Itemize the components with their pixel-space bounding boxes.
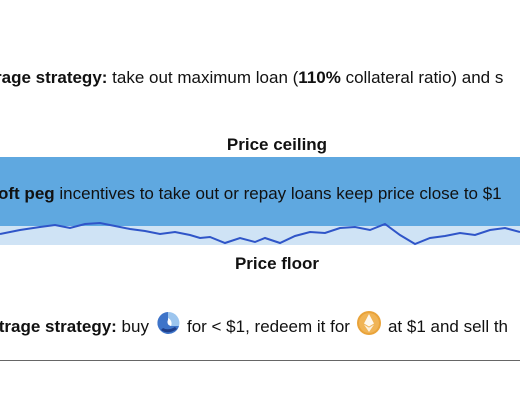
collateral-ratio-value: 110% xyxy=(298,68,341,87)
price-ceiling-label: Price ceiling xyxy=(226,135,328,154)
ethereum-icon xyxy=(356,310,382,341)
bottom-strategy-text-a: buy xyxy=(116,316,149,336)
soft-peg-description: incentives to take out or repay loans ke… xyxy=(54,184,502,203)
top-strategy-text-a: take out maximum loan ( xyxy=(107,68,299,87)
stablecoin-token-icon xyxy=(155,310,181,341)
bottom-strategy-label: itrage strategy: xyxy=(0,316,117,336)
price-line xyxy=(0,221,520,246)
bottom-strategy-line: itrage strategy: buy for < $1, redeem it… xyxy=(0,310,508,343)
soft-peg-band-lower xyxy=(0,226,520,245)
bottom-strategy-text-c: at $1 and sell th xyxy=(387,316,508,336)
soft-peg-label: oft peg xyxy=(0,184,55,203)
top-strategy-text-b: collateral ratio) and s xyxy=(340,68,504,87)
price-floor-label: Price floor xyxy=(234,254,320,273)
divider xyxy=(0,360,520,361)
bottom-strategy-text-b: for < $1, redeem it for xyxy=(186,316,350,336)
top-strategy-line: rage strategy: take out maximum loan (11… xyxy=(0,68,503,88)
soft-peg-text: oft peg incentives to take out or repay … xyxy=(0,184,502,204)
top-strategy-label: rage strategy: xyxy=(0,68,108,87)
